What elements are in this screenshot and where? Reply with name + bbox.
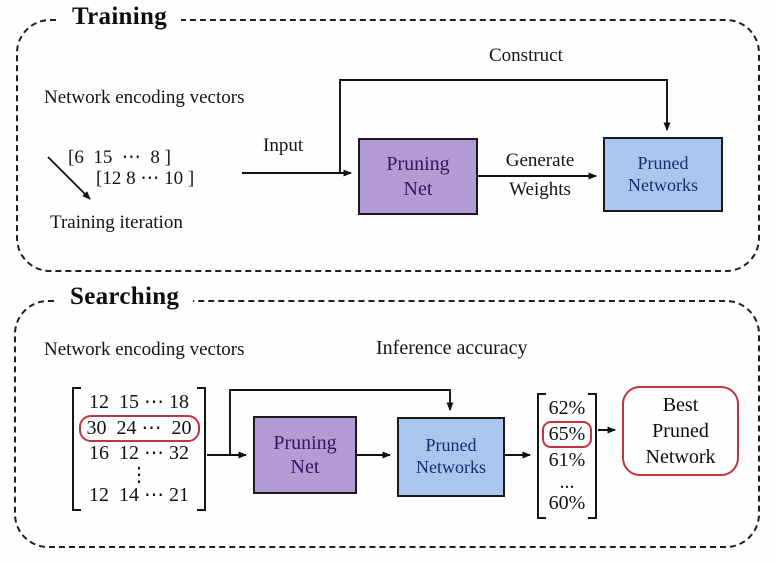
training-matrix-row-2: [12 8 ⋯ 10 ] [96,168,195,189]
best-pruned-network-box: Best Pruned Network [622,386,739,476]
pruned-networks-label-line1: Pruned [637,152,689,173]
searching-pruning-net-box: Pruning Net [253,416,357,494]
training-pruned-networks-box: Pruned Networks [603,137,723,212]
matrix-row-highlighted: 30 24 ⋯ 20 [78,414,200,442]
pruning-net-label-line2: Net [290,456,320,478]
matrix-row: 12 14 ⋯ 21 [89,484,189,506]
accuracy-right-bracket [588,393,597,519]
pruned-networks-label-line2: Networks [628,174,698,195]
weights-label: Weights [509,179,571,200]
accuracy-value: 62% [548,397,586,419]
accuracy-value: 61% [548,449,586,471]
best-network-label-line3: Network [645,446,716,468]
best-network-label-line1: Best [662,394,699,416]
searching-panel [14,300,760,548]
pruning-net-label-line1: Pruning [386,153,450,176]
training-matrix-row-1: [6 15 ⋯ 8 ] [68,147,171,168]
accuracy-value: 60% [548,492,586,514]
pruning-net-label-line2: Net [403,177,433,200]
matrix-left-bracket [72,387,81,511]
pruning-net-label-line1: Pruning [273,431,337,454]
accuracy-column: 62% 65% 61% ... 60% [537,393,597,519]
inference-accuracy-label: Inference accuracy [376,337,528,359]
construct-label: Construct [489,45,563,66]
training-pruning-net-box: Pruning Net [358,138,478,215]
matrix-row-ellipsis: ⋮ [129,463,149,486]
training-panel [16,19,760,272]
best-network-label-line2: Pruned [652,420,709,442]
searching-encoding-vectors-label: Network encoding vectors [44,339,245,360]
matrix-row: 12 15 ⋯ 18 [89,391,189,413]
training-iteration-label: Training iteration [50,212,183,233]
accuracy-value-highlighted: 65% [541,421,593,448]
pruned-networks-label-line1: Pruned [425,435,477,456]
training-title: Training [58,3,182,31]
encoding-matrix: 12 15 ⋯ 18 30 24 ⋯ 20 16 12 ⋯ 32 ⋮ 12 14… [72,387,206,511]
training-encoding-vectors-label: Network encoding vectors [44,87,245,108]
accuracy-left-bracket [537,393,546,519]
generate-label: Generate [505,150,575,171]
accuracy-ellipsis: ... [559,471,575,493]
pruned-networks-label-line2: Networks [416,457,486,477]
matrix-row: 16 12 ⋯ 32 [89,442,189,464]
searching-pruned-networks-box: Pruned Networks [397,417,505,497]
input-label: Input [263,135,304,156]
matrix-right-bracket [197,387,206,511]
searching-title: Searching [56,283,194,311]
